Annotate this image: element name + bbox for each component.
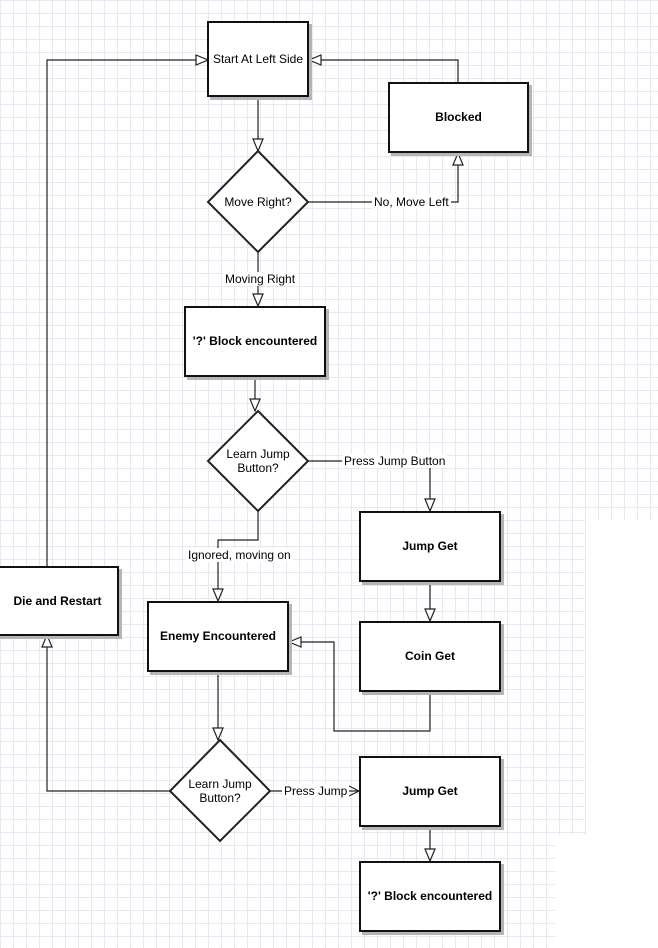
edge-learn-jump-to-enemy — [218, 510, 259, 601]
node-question-block-encountered-2: '?' Block encountered — [359, 861, 501, 932]
edge-learn-jump-to-jump-get — [308, 460, 430, 511]
edge-label-press-jump: Press Jump — [282, 784, 350, 798]
decision-label-move-right: Move Right? — [224, 194, 292, 209]
node-question-block-encountered-1: '?' Block encountered — [184, 306, 326, 377]
edge-blocked-to-start — [309, 60, 459, 82]
edge-die-to-start — [46, 60, 208, 566]
edge-move-right-to-blocked — [308, 153, 458, 203]
decision-diamond-learn-jump-1 — [206, 409, 310, 513]
node-coin-get: Coin Get — [359, 621, 501, 692]
edge-label-ignored-moving-on: Ignored, moving on — [186, 548, 293, 562]
canvas-blank-area — [555, 835, 658, 948]
decision-label-learn-jump-2: Learn Jump Button? — [188, 776, 252, 805]
edge-learn-jump-to-die — [47, 635, 172, 792]
edge-label-moving-right: Moving Right — [223, 272, 298, 286]
decision-diamond-move-right — [206, 149, 310, 254]
edge-label-no-move-left: No, Move Left — [372, 195, 451, 209]
node-start-at-left-side: Start At Left Side — [207, 21, 309, 97]
node-jump-get-1: Jump Get — [359, 511, 501, 582]
node-enemy-encountered: Enemy Encountered — [147, 601, 289, 672]
node-jump-get-2: Jump Get — [359, 756, 501, 827]
decision-label-learn-jump-1: Learn Jump Button? — [226, 446, 290, 475]
decision-diamond-learn-jump-2 — [168, 738, 272, 843]
edge-coin-get-to-enemy — [289, 642, 431, 732]
edge-label-press-jump-button: Press Jump Button — [342, 454, 448, 468]
node-blocked: Blocked — [388, 82, 529, 153]
node-die-and-restart: Die and Restart — [0, 566, 119, 636]
